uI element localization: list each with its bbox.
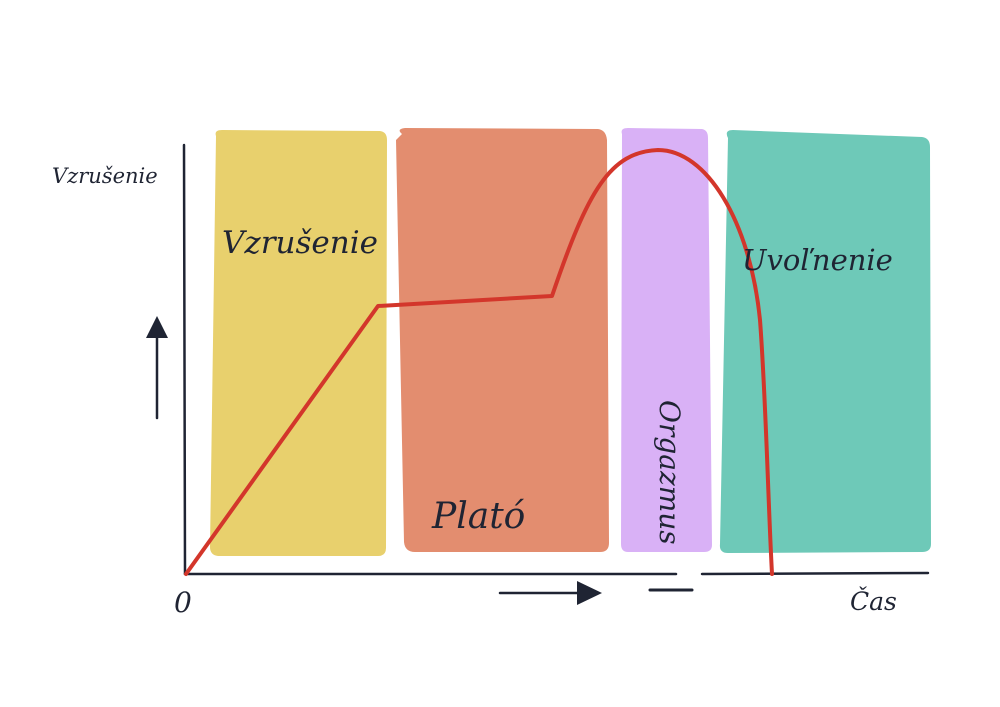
phase-label-vzrusenie: Vzrušenie [222,225,378,261]
right-arrow-icon [498,581,602,605]
phase-bands [210,128,931,556]
phase-band-orgazmus [621,128,712,552]
phase-band-plato [396,128,609,552]
up-arrow-icon [146,316,168,420]
axes [182,143,930,592]
x-axis [183,571,930,576]
phase-label-plato: Plató [431,496,525,537]
y-axis-label: Vzrušenie [52,164,158,188]
arousal-curve [184,148,774,576]
origin-label: 0 [174,586,192,619]
phase-label-uvolnenie: Uvoľnenie [742,243,893,277]
phase-band-uvolnenie [719,130,931,553]
x-axis-label: Čas [850,587,897,616]
phase-label-orgazmus: Orgazmus [653,400,686,545]
y-axis [182,143,187,576]
phase-band-vzrusenie [210,130,387,556]
